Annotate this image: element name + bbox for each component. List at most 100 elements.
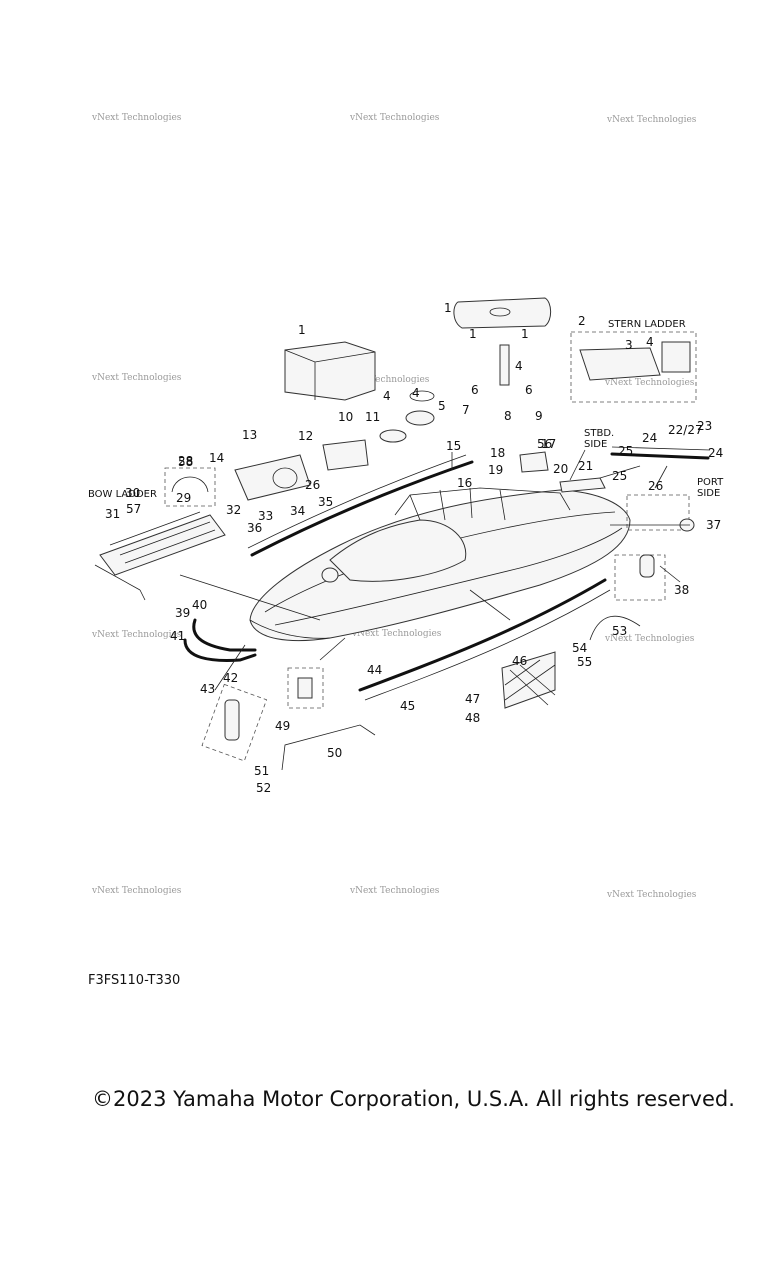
svg-text:vNext Technologies: vNext Technologies [91,373,182,383]
port-label-2: SIDE [697,488,720,499]
part-number: 2 [578,314,586,328]
watermark: vNext Technologies [91,630,182,640]
part-number: 3 [625,338,633,352]
part-number: 58 [178,455,193,469]
part-number: 4 [646,335,654,349]
part-number: 51 [254,764,269,778]
rail-37-part [589,615,641,641]
part-number: 17 [541,437,556,451]
part-number: 50 [327,746,342,760]
part-number: 49 [275,719,290,733]
svg-text:vNext Technologies: vNext Technologies [91,630,182,640]
part-number: 32 [226,503,241,517]
port-label-1: PORT [697,477,724,488]
part-number: 55 [577,655,592,669]
part-number: 1 [469,327,477,341]
part-number: 29 [176,491,191,505]
watermark: vNext Technologies [604,634,695,644]
copyright-notice: ©2023 Yamaha Motor Corporation, U.S.A. A… [92,1087,735,1111]
part-number: 18 [490,446,505,460]
part-number: 15 [446,439,461,453]
figure-code: F3FS110-T330 [88,973,181,988]
part-number: 14 [209,451,224,465]
svg-text:vNext Technologies: vNext Technologies [349,113,440,123]
part-number: 23 [697,419,712,433]
watermark: vNext Technologies [604,378,695,388]
part-number: 35 [318,495,333,509]
part-number: 36 [247,521,262,535]
stern-ladder-label: STERN LADDER [608,319,686,330]
net-part [501,651,556,709]
watermark: vNext Technologies [606,115,697,125]
svg-text:vNext Technologies: vNext Technologies [606,115,697,125]
part-number: 33 [258,509,273,523]
bow-ladder-label: BOW LADDER [88,489,157,500]
part-number: 13 [242,428,257,442]
grab-rail-part [281,724,376,771]
section-labels: BOW LADDER STERN LADDER STBD. SIDE PORT … [88,319,724,500]
part-number: 25 [612,469,627,483]
trim-part [183,618,257,662]
part-number: 56 [537,437,552,451]
svg-text:vNext Technologies: vNext Technologies [91,113,182,123]
svg-text:vNext Technologies: vNext Technologies [604,634,695,644]
part-number: 7 [462,403,470,417]
watermark: vNext Technologies [349,886,440,896]
watermark: vNext Technologies [351,629,442,639]
part-numbers: 1 1 1 1 2 3 4 4 4 4 5 6 6 7 8 9 10 11 12… [105,301,723,795]
part-number: 26 [648,479,663,493]
leader-lines [179,449,690,691]
part-number: 37 [706,518,721,532]
stbd-label-1: STBD. [584,428,614,439]
part-number: 21 [578,459,593,473]
post-part [499,344,510,386]
watermark: vNext Technologies [91,373,182,383]
cooler-part [284,341,376,401]
watermark: vNext Technologies [91,113,182,123]
part-number: 42 [223,671,238,685]
part-number: 24 [642,431,657,445]
svg-text:vNext Technologies: vNext Technologies [91,886,182,896]
bow-ladder [94,467,226,601]
boat-hull [249,487,631,642]
watermark: vNext Technologies [91,886,182,896]
part-number: 53 [612,624,627,638]
part-number: 44 [367,663,382,677]
cupholders-part [322,390,435,471]
part-number: 24 [708,446,723,460]
svg-text:vNext Technologies: vNext Technologies [604,378,695,388]
part-number: 40 [192,598,207,612]
part-number: 26 [305,478,320,492]
rub-rails [247,446,711,701]
part-number: 43 [200,682,215,696]
bracket-13-part [614,554,666,601]
stern-ladder-box [570,331,697,403]
bracket-14-part [201,683,268,762]
part-number: 45 [400,699,415,713]
part-number: 11 [365,410,380,424]
svg-text:vNext Technologies: vNext Technologies [606,890,697,900]
part-number: 52 [256,781,271,795]
watermark: vNext Technologies [339,375,430,385]
svg-text:vNext Technologies: vNext Technologies [339,375,430,385]
hatch-cover-part [453,297,552,329]
stbd-label-2: SIDE [584,439,607,450]
part-number: 38 [674,583,689,597]
watermark-group: vNext Technologies vNext Technologies vN… [91,113,697,900]
svg-text:vNext Technologies: vNext Technologies [351,629,442,639]
part-number: 10 [338,410,353,424]
part-number: 22/27 [668,423,703,437]
part-number: 54 [572,641,587,655]
part-number: 39 [175,606,190,620]
watermark: vNext Technologies [349,113,440,123]
part-number: 4 [383,389,391,403]
part-number: 4 [412,386,420,400]
part-number: 34 [290,504,305,518]
part-number: 1 [298,323,306,337]
hatch-frame-part [234,454,311,501]
part-number: 6 [525,383,533,397]
part-number: 12 [298,429,313,443]
part-number: 48 [465,711,480,725]
part-number: 19 [488,463,503,477]
